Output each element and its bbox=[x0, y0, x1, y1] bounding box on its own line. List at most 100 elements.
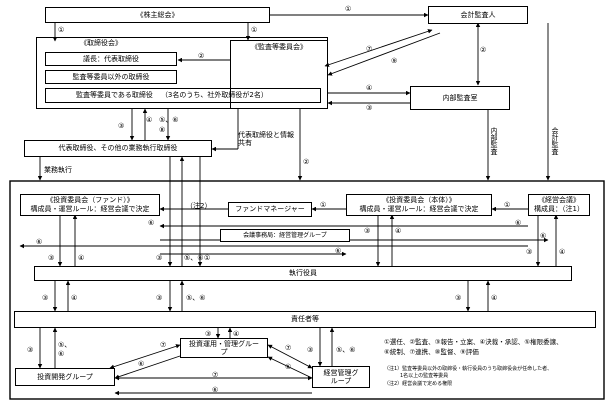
num-1-mgmt: ① bbox=[504, 201, 511, 209]
board-audit-box: 監査等委員である取締役 （3名のうち、社外取締役が2名） bbox=[45, 88, 321, 103]
legend-line2: ⑥統制、⑦連携、⑧監督、⑨評価 bbox=[384, 348, 479, 356]
num-56-board: ⑤、⑥ bbox=[159, 116, 179, 124]
note1a: （注1）監査等委員以外の取締役・執行役員のうち取締役会が任命した者、 bbox=[384, 366, 553, 372]
inv-fund-title: 《投資委員会（ファンド）》 bbox=[46, 196, 134, 204]
num-4-inv: ④ bbox=[395, 227, 402, 235]
num-9: ⑨ bbox=[391, 57, 398, 65]
num-5-dev: ⑤、 bbox=[58, 341, 72, 349]
mgmt-title: 《経営会議》 bbox=[538, 196, 580, 204]
business-exec-label: 業務執行 bbox=[44, 166, 72, 174]
num-6-a: ⑥ bbox=[148, 219, 155, 227]
executives-box: 代表取締役、その他の業務執行取締役 bbox=[24, 140, 212, 157]
num-2-board: ② bbox=[198, 52, 205, 60]
num-2-auditor: ② bbox=[480, 46, 487, 54]
board-non-audit-label: 監査等委員以外の取締役 bbox=[72, 72, 150, 81]
inv-main-rule: 構成員・運営ルール：経営会議で決定 bbox=[359, 205, 479, 213]
num-8-board: ⑧ bbox=[159, 126, 166, 134]
rep-info-share-label: 代表取締役と情報共有 bbox=[238, 131, 294, 147]
num-3-ops: ③ bbox=[205, 330, 212, 338]
mgmt-meeting-box: 《経営会議》 構成員：（注1） bbox=[528, 194, 590, 216]
fund-manager-box: ファンドマネージャー bbox=[228, 202, 312, 217]
board-audit-label: 監査等委員である取締役 bbox=[76, 91, 153, 99]
num-7-admin: ⑦ bbox=[285, 344, 292, 352]
num-3-board: ③ bbox=[118, 122, 125, 130]
arrow-ops-admin-7 bbox=[267, 344, 313, 369]
num-4-off: ④ bbox=[71, 294, 78, 302]
inv-main-title: 《投資委員会（本体）》 bbox=[382, 196, 456, 204]
num-6-dev2: ⑥ bbox=[138, 360, 145, 368]
arrow-admin-ops-6 bbox=[267, 356, 313, 379]
shareholders-label: 《株主総会》 bbox=[136, 10, 179, 19]
internal-audit-label: 内部監査室 bbox=[442, 93, 478, 102]
num-7-upper: ⑦ bbox=[366, 45, 373, 53]
internal-audit-box: 内部監査室 bbox=[410, 86, 510, 110]
mgmt-admin-label: 経営管理グループ bbox=[323, 369, 359, 385]
note2-ref-label: （注2） bbox=[186, 202, 212, 210]
inv-ops-box: 投資運用・管理グループ bbox=[180, 338, 268, 358]
note2: （注2）経営会議で定める権限 bbox=[384, 381, 453, 387]
inv-ops-label: 投資運用・管理グループ bbox=[189, 340, 259, 356]
board-title: 《取締役会》 bbox=[80, 39, 122, 47]
audit-committee-box: 《監査等委員会》 bbox=[230, 40, 328, 109]
officers-box: 執行役員 bbox=[34, 266, 572, 281]
num-3-off-r: ③ bbox=[455, 294, 462, 302]
secretariat-box: 会議事務局：経営管理グループ bbox=[220, 229, 350, 242]
num-6-admin: ⑥ bbox=[285, 363, 292, 371]
arrow-ops-dev-6 bbox=[114, 355, 181, 379]
num-7-dev: ⑦ bbox=[160, 341, 167, 349]
num-3-off: ③ bbox=[42, 294, 49, 302]
fund-manager-label: ファンドマネージャー bbox=[235, 205, 305, 213]
execution-frame bbox=[9, 180, 605, 400]
num-7-bottom: ⑦ bbox=[212, 371, 219, 379]
inv-dev-box: 投資開発グループ bbox=[15, 368, 115, 386]
num-56-admin: ⑤、⑥ bbox=[336, 346, 356, 354]
num-4-mgmt: ④ bbox=[559, 248, 566, 256]
legend-line1: ①選任、②監査、③報告・立案、④決裁・承認、⑤権限委譲、 bbox=[384, 338, 563, 346]
inv-fund-box: 《投資委員会（ファンド）》 構成員・運営ルール：経営会議で決定 bbox=[20, 194, 160, 216]
board-non-audit-box: 監査等委員以外の取締役 bbox=[45, 70, 177, 84]
num-3-fund: ③ bbox=[48, 254, 55, 262]
num-6-d: ⑥ bbox=[540, 232, 547, 240]
internal-audit-vlabel: 内部監査 bbox=[490, 127, 498, 155]
num-1-board: ① bbox=[58, 26, 65, 34]
num-2-frame: ② bbox=[303, 158, 310, 166]
num-3-internal: ③ bbox=[366, 104, 373, 112]
arrow-auditor-audit-9 bbox=[327, 32, 441, 76]
num-6-dev: ⑥ bbox=[58, 350, 65, 358]
num-4-ops: ④ bbox=[233, 330, 240, 338]
secretariat-label: 会議事務局：経営管理グループ bbox=[243, 232, 327, 239]
num-3-off-mid: ③ bbox=[156, 294, 163, 302]
inv-fund-rule: 構成員・運営ルール：経営会議で決定 bbox=[30, 205, 150, 213]
num-6-e: ⑥ bbox=[335, 247, 342, 255]
num-56-exec: ⑤、⑥ bbox=[184, 254, 204, 262]
num-3-inv: ③ bbox=[364, 227, 371, 235]
num-4-off-r: ④ bbox=[491, 294, 498, 302]
audit-committee-note: （3名のうち、社外取締役が2名） bbox=[160, 91, 268, 99]
mgmt-members: 構成員：（注1） bbox=[534, 205, 584, 213]
num-6-c: ⑥ bbox=[36, 238, 43, 246]
num-6-bottom: ⑥ bbox=[212, 386, 219, 394]
accounting-auditor-box: 会計監査人 bbox=[428, 6, 528, 24]
officers-label: 執行役員 bbox=[289, 269, 317, 277]
shareholders-box: 《株主総会》 bbox=[45, 7, 270, 23]
arrow-audit-auditor-1 bbox=[324, 29, 433, 67]
num-3-dev: ③ bbox=[27, 346, 34, 354]
board-chair-label: 議長：代表取締役 bbox=[83, 54, 139, 63]
num-4-fund: ④ bbox=[78, 254, 85, 262]
executives-label: 代表取締役、その他の業務執行取締役 bbox=[58, 144, 178, 152]
accounting-audit-vlabel: 会計監査 bbox=[551, 127, 559, 155]
num-1-audit: ① bbox=[251, 26, 258, 34]
num-3-exec: ③ bbox=[156, 254, 163, 262]
num-4-internal: ④ bbox=[366, 84, 373, 92]
mgmt-admin-box: 経営管理グループ bbox=[312, 366, 370, 388]
managers-box: 責任者等 bbox=[14, 311, 596, 328]
board-chair-box: 議長：代表取締役 bbox=[45, 52, 177, 66]
num-56-off-mid: ⑤、⑥ bbox=[186, 294, 206, 302]
inv-dev-label: 投資開発グループ bbox=[37, 372, 93, 381]
num-1-fm: ① bbox=[320, 201, 327, 209]
managers-label: 責任者等 bbox=[291, 315, 319, 323]
num-4-board: ④ bbox=[146, 116, 153, 124]
inv-main-box: 《投資委員会（本体）》 構成員・運営ルール：経営会議で決定 bbox=[346, 194, 492, 216]
num-3-mgmt: ③ bbox=[526, 248, 533, 256]
